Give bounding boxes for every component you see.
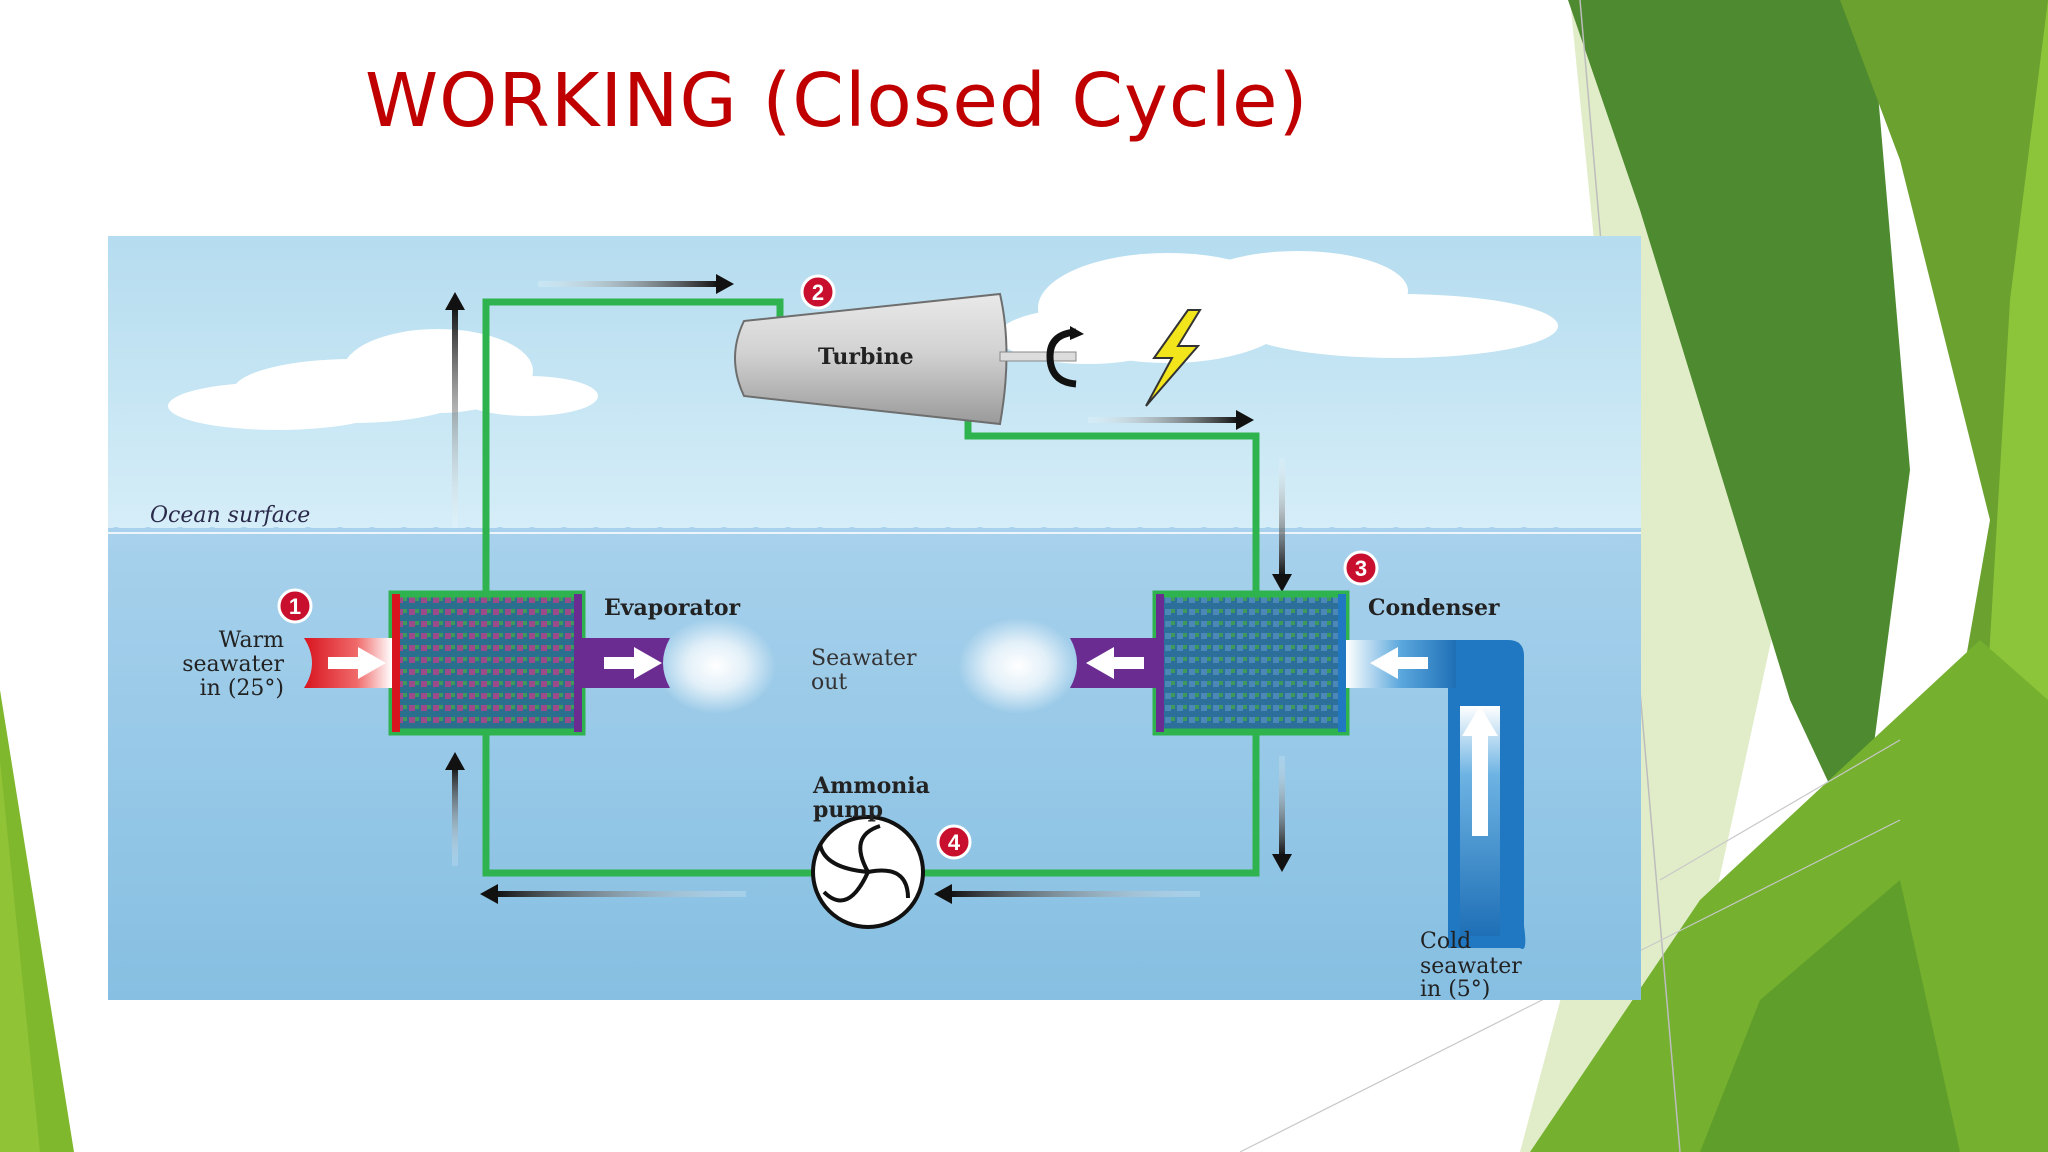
right-lower-dark-facet	[1700, 880, 1960, 1152]
flow-arrow-up-left-bottom	[445, 752, 465, 866]
rotation-arrow-icon	[1046, 328, 1077, 388]
warm-in-line3: in (25°)	[200, 676, 284, 701]
badge-2: 2	[800, 274, 836, 310]
evaporator-seawater-out	[582, 618, 776, 714]
badge-3-number: 3	[1355, 556, 1367, 581]
condenser-seawater-out	[958, 618, 1156, 714]
flow-arrow-left-bottom-right	[934, 884, 1200, 904]
condenser-label: Condenser	[1368, 595, 1500, 621]
decor-line	[1659, 739, 1901, 881]
cold-seawater-pipe	[1346, 640, 1526, 950]
warm-seawater-inlet	[304, 638, 392, 688]
badge-4-number: 4	[948, 830, 961, 855]
flow-arrow-down-right-lower	[1272, 756, 1292, 872]
pump-label-line1: Ammonia	[812, 773, 930, 799]
turbine	[734, 292, 1202, 426]
condenser-outlet-plate	[1156, 594, 1164, 732]
flow-arrow-right-top	[538, 274, 734, 294]
pump-label-line2: pump	[813, 797, 883, 823]
condenser-out-arrow-icon	[1086, 647, 1144, 679]
warm-in-line1: Warm	[219, 628, 284, 653]
cold-in-line3: in (5°)	[1420, 977, 1490, 1000]
ocean-surface-label: Ocean surface	[150, 503, 310, 528]
evaporator-label: Evaporator	[604, 595, 741, 621]
badge-1: 1	[277, 588, 313, 624]
cold-in-line1: Cold	[1420, 929, 1471, 954]
condenser	[1152, 590, 1350, 736]
cloud-right	[998, 251, 1558, 364]
warm-inlet-arrow-icon	[328, 647, 386, 679]
evaporator-outlet-plate	[574, 594, 582, 732]
turbine-shaft	[999, 351, 1077, 362]
ammonia-loop-left	[482, 298, 784, 596]
slide-title: WORKING (Closed Cycle)	[365, 58, 1309, 144]
cold-in-line2: seawater	[1420, 954, 1522, 979]
seawater-out-line1: Seawater	[811, 646, 917, 671]
pump-impeller-icon	[818, 824, 910, 903]
badge-1-number: 1	[289, 594, 301, 619]
otec-closed-cycle-diagram: Ocean surface Turb	[108, 236, 1641, 1000]
seawater-out-line2: out	[811, 670, 847, 695]
badge-4: 4	[936, 824, 972, 860]
right-dark-facet	[1568, 0, 1910, 850]
evaporator-out-arrow-icon	[604, 647, 662, 679]
flow-arrow-down-right	[1272, 458, 1292, 592]
condenser-inlet-plate	[1338, 594, 1346, 732]
cold-inlet-left-arrow-icon	[1370, 647, 1428, 679]
flow-arrow-left-bottom-left	[480, 884, 746, 904]
evaporator-inlet-plate	[392, 594, 400, 732]
ammonia-pump	[811, 815, 925, 929]
left-light-wedge	[0, 760, 40, 1152]
badge-2-number: 2	[812, 280, 824, 305]
badge-3: 3	[1343, 550, 1379, 586]
cold-inlet-up-arrow-icon	[1462, 706, 1498, 836]
turbine-label: Turbine	[818, 344, 914, 370]
warm-in-line2: seawater	[182, 652, 284, 677]
flow-arrow-up-left-top	[445, 292, 465, 528]
evaporator	[388, 590, 586, 736]
flow-arrow-right-exhaust	[1088, 410, 1254, 430]
lightning-bolt-icon	[1145, 309, 1202, 407]
